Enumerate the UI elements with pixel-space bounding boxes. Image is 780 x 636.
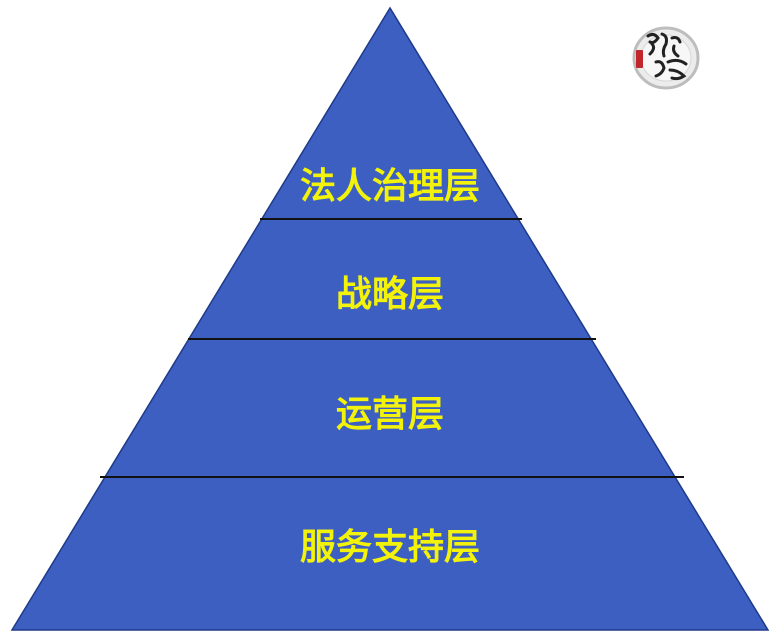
logo-red-stamp [636,50,643,68]
layer-label-governance: 法人治理层 [300,166,480,207]
logo-seal [632,26,700,90]
layer-label-operations: 运营层 [336,394,444,435]
layer-label-strategy: 战略层 [336,274,444,315]
pyramid-shape [10,6,770,631]
logo-brush-strokes [646,32,688,81]
layer-label-service-support: 服务支持层 [300,527,480,568]
